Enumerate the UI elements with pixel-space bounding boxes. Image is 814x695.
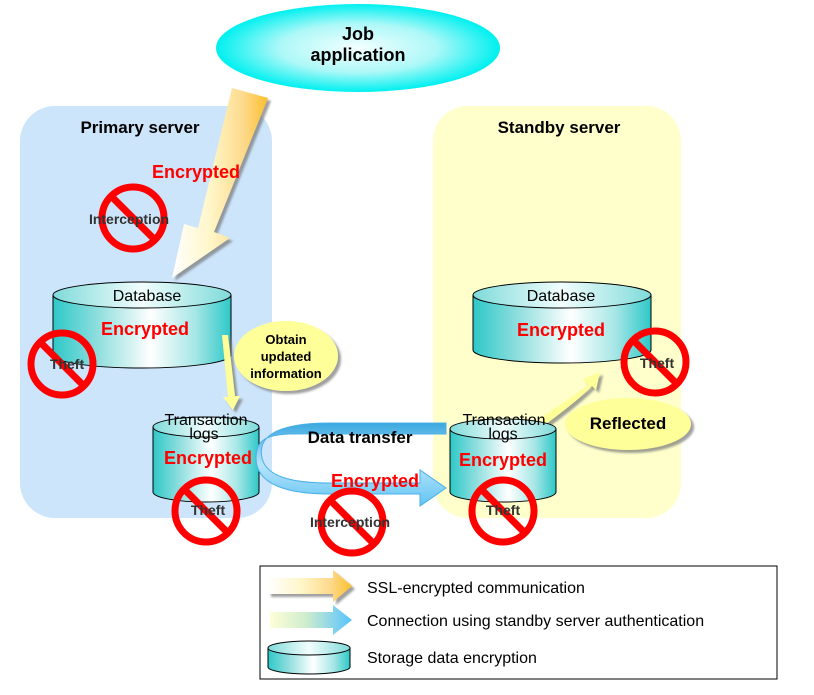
job-application-line1: Job <box>342 24 374 44</box>
reflected-bubble-label: Reflected <box>590 414 667 433</box>
legend-auth-label: Connection using standby server authenti… <box>367 613 704 630</box>
job-application-node: Job application <box>216 4 500 92</box>
ssl-arrow <box>172 88 268 278</box>
primary-database-cylinder <box>52 281 232 369</box>
standby-transaction-logs-cylinder <box>449 418 557 503</box>
obtain-update-arrow <box>222 335 240 410</box>
standby-database-status: Encrypted <box>517 320 605 340</box>
standby-txlogs-line2: logs <box>488 426 517 443</box>
ssl-interception-label: Interception <box>89 211 169 227</box>
primary-database-status: Encrypted <box>101 319 189 339</box>
standby-txlogs-theft-prohibit-icon <box>468 476 538 546</box>
standby-database-theft-prohibit-icon <box>620 327 690 397</box>
standby-database-title: Database <box>527 288 596 305</box>
standby-server-title: Standby server <box>498 118 621 137</box>
primary-txlogs-line1: Transaction <box>165 412 248 429</box>
data-transfer-interception-label: Interception <box>310 514 390 530</box>
job-application-line2: application <box>310 45 405 65</box>
obtain-bubble-line3: information <box>250 366 322 381</box>
standby-txlogs-status: Encrypted <box>459 450 547 470</box>
ssl-interception-prohibit-icon <box>98 183 168 253</box>
legend: SSL-encrypted communication Connection u… <box>259 565 778 680</box>
data-transfer-interception-prohibit-icon <box>317 487 387 557</box>
standby-txlogs-line1: Transaction <box>463 412 546 429</box>
auth-arrow-icon <box>270 605 352 635</box>
standby-database-cylinder <box>472 281 652 364</box>
obtain-updated-info-bubble <box>234 321 338 391</box>
primary-txlogs-status: Encrypted <box>164 448 252 468</box>
legend-storage-label: Storage data encryption <box>367 650 537 667</box>
ssl-arrow-icon <box>268 570 352 602</box>
primary-server-title: Primary server <box>80 118 199 137</box>
legend-ssl-label: SSL-encrypted communication <box>367 580 585 597</box>
primary-database-title: Database <box>113 288 182 305</box>
data-transfer-arrow <box>255 422 447 507</box>
obtain-bubble-line2: updated <box>261 349 312 364</box>
storage-cylinder-icon <box>267 640 351 675</box>
data-transfer-label: Data transfer <box>308 428 413 447</box>
data-transfer-status: Encrypted <box>331 471 419 491</box>
standby-database-theft-label: Theft <box>640 355 675 371</box>
reflected-arrow <box>540 372 600 424</box>
standby-txlogs-theft-label: Theft <box>486 502 521 518</box>
obtain-bubble-line1: Obtain <box>265 332 306 347</box>
primary-txlogs-theft-label: Theft <box>191 502 226 518</box>
reflected-bubble <box>565 398 691 450</box>
primary-transaction-logs-cylinder <box>152 416 260 503</box>
ssl-encrypted-label: Encrypted <box>152 162 240 182</box>
primary-txlogs-line2: logs <box>189 426 218 443</box>
primary-database-theft-label: Theft <box>50 356 85 372</box>
primary-txlogs-theft-prohibit-icon <box>171 476 241 546</box>
primary-database-theft-prohibit-icon <box>27 329 97 399</box>
